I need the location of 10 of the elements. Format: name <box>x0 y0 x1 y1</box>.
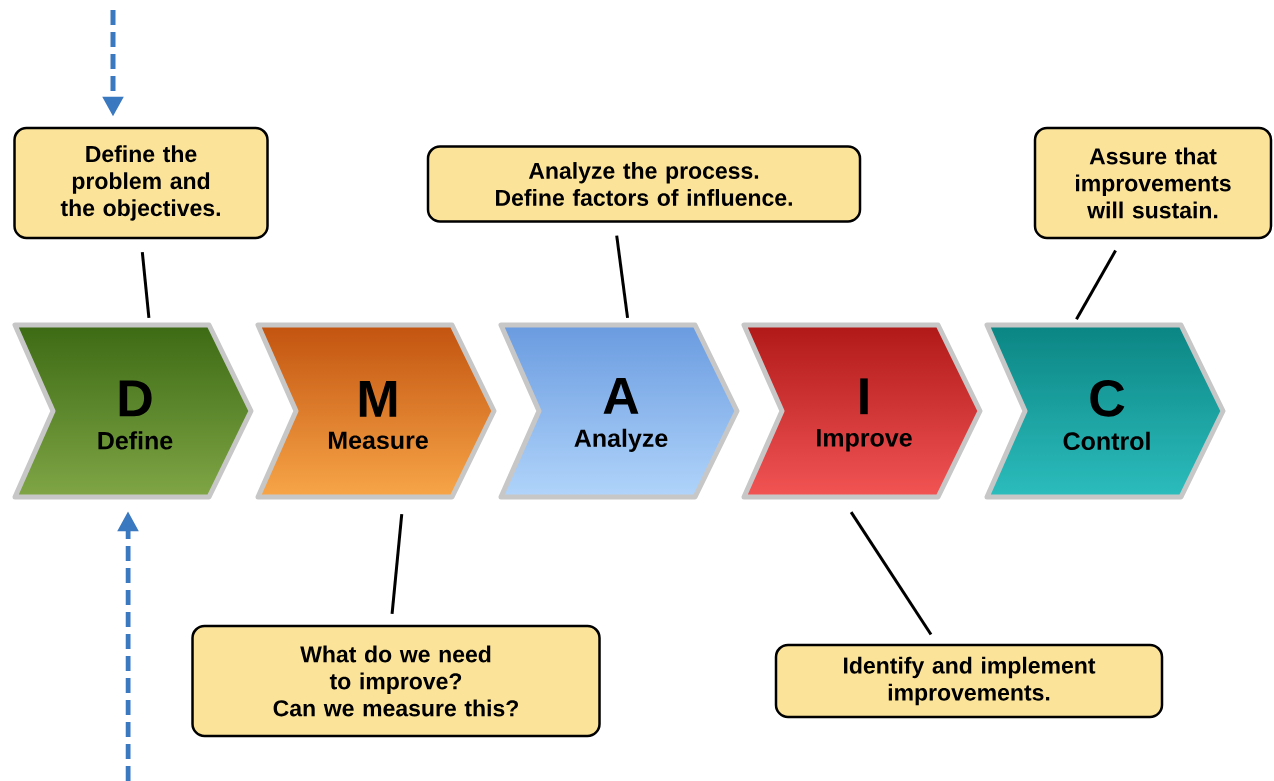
leader-line <box>849 511 933 636</box>
callout-box: Identify and implement improvements. <box>774 643 1164 719</box>
callout-box: Define the problem and the objectives. <box>13 126 269 240</box>
leader-line <box>1075 249 1117 320</box>
callout-box: What do we need to improve? Can we measure this? <box>191 624 601 738</box>
callout-box: Assure that improvements will sustain. <box>1033 126 1273 240</box>
callout-box: Analyze the process. Define factors of influence. <box>426 145 862 223</box>
leader-line <box>615 235 630 319</box>
leader-line <box>390 513 404 614</box>
leader-line <box>140 252 151 318</box>
